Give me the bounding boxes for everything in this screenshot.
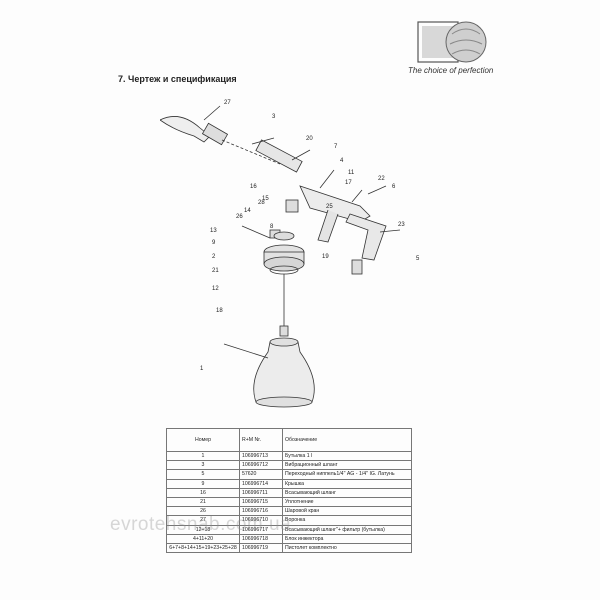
callout-label: 11 bbox=[348, 170, 355, 176]
callout-label: 28 bbox=[258, 200, 265, 206]
part-number: 6+7+8+14+15+19+23+25+28 bbox=[166, 542, 240, 554]
callout-label: 8 bbox=[270, 224, 274, 230]
site-watermark: evrotehsnab.com.ua bbox=[110, 514, 292, 535]
callout-label: 21 bbox=[212, 268, 219, 274]
rm-number: 106996715 bbox=[239, 496, 283, 508]
part-description: Воронка bbox=[282, 515, 412, 526]
column-header: R+M Nr. bbox=[239, 428, 283, 452]
table-row: 4+11+20 106996718 Блок инжектора bbox=[166, 533, 412, 544]
rm-number: 57620 bbox=[239, 469, 283, 480]
part-description: Крышка bbox=[282, 478, 412, 489]
callout-label: 12 bbox=[212, 286, 219, 292]
part-description: Блок инжектора bbox=[282, 533, 412, 544]
brand-tagline: The choice of perfection bbox=[408, 66, 494, 75]
brand-logo-icon bbox=[417, 21, 487, 63]
column-header: Обозначение bbox=[282, 428, 412, 452]
table-row: 27 106996710 Воронка bbox=[166, 515, 412, 526]
part-description: Уплотнение bbox=[282, 496, 412, 508]
part-number: 16 bbox=[166, 487, 240, 498]
callout-label: 5 bbox=[416, 256, 420, 262]
callout-label: 1 bbox=[200, 366, 204, 372]
callout-label: 22 bbox=[378, 176, 385, 182]
table-row: 9 106996714 Крышка bbox=[166, 478, 412, 489]
callout-label: 4 bbox=[340, 158, 344, 164]
callout-label: 16 bbox=[250, 184, 257, 190]
callout-label: 7 bbox=[334, 144, 338, 150]
part-number: 5 bbox=[166, 469, 240, 480]
rm-number: 106996713 bbox=[239, 450, 283, 462]
exploded-drawing bbox=[160, 105, 401, 408]
nozzle-part bbox=[160, 116, 211, 143]
table-row: 26 106996716 Шаровой кран bbox=[166, 506, 412, 517]
callout-label: 27 bbox=[224, 100, 231, 106]
part-description: Пистолет комплектно bbox=[282, 542, 412, 554]
rm-number: 106996714 bbox=[239, 478, 283, 489]
bottle-part bbox=[253, 341, 315, 403]
rm-number: 106996711 bbox=[239, 487, 283, 498]
callout-label: 6 bbox=[392, 184, 396, 190]
callout-label: 2 bbox=[212, 254, 216, 260]
gun-handle-part bbox=[345, 213, 387, 261]
callout-label: 17 bbox=[345, 180, 352, 186]
part-description: Шаровой кран bbox=[282, 506, 412, 517]
callout-label: 25 bbox=[326, 204, 333, 210]
callout-label: 23 bbox=[398, 222, 405, 228]
part-number: 1 bbox=[166, 450, 240, 462]
callout-label: 3 bbox=[272, 114, 276, 120]
callout-label: 18 bbox=[216, 308, 223, 314]
callout-label: 19 bbox=[322, 254, 329, 260]
section-title: 7. Чертеж и спецификация bbox=[118, 74, 237, 84]
callout-label: 9 bbox=[212, 240, 216, 246]
table-row: 21 106996715 Уплотнение bbox=[166, 496, 412, 508]
specification-table: Номер R+M Nr. Обозначение 1 106996713 Бу… bbox=[166, 428, 412, 554]
column-header: Номер bbox=[166, 428, 240, 452]
table-header-row: Номер R+M Nr. Обозначение bbox=[166, 428, 412, 452]
table-row: 1 106996713 Бутылка 1 l bbox=[166, 450, 412, 462]
part-description: Бутылка 1 l bbox=[282, 450, 412, 462]
callout-label: 26 bbox=[236, 214, 243, 220]
table-row: 6+7+8+14+15+19+23+25+28 106996719 Пистол… bbox=[166, 542, 412, 554]
part-number: 3 bbox=[166, 460, 240, 471]
table-row: 5 57620 Переходный ниппель1/4" AG - 1/4"… bbox=[166, 469, 412, 480]
rm-number: 106996719 bbox=[239, 542, 283, 554]
part-description: Переходный ниппель1/4" AG - 1/4" IG. Лат… bbox=[282, 469, 412, 480]
part-number: 21 bbox=[166, 496, 240, 508]
part-number: 9 bbox=[166, 478, 240, 489]
callout-label: 15 bbox=[262, 196, 269, 202]
part-description: Всасывающий шланг bbox=[282, 487, 412, 498]
part-description: Вибрационный шланг bbox=[282, 460, 412, 471]
callout-label: 13 bbox=[210, 228, 217, 234]
table-row: 12+18 106996717 Всасывающий шланг"+ филь… bbox=[166, 524, 412, 535]
callout-label: 20 bbox=[306, 136, 313, 142]
part-description: Всасывающий шланг"+ фильтр (бутылка) bbox=[282, 524, 412, 535]
table-row: 3 106996712 Вибрационный шланг bbox=[166, 460, 412, 471]
table-row: 16 106996711 Всасывающий шланг bbox=[166, 487, 412, 498]
callout-label: 14 bbox=[244, 208, 251, 214]
rm-number: 106996712 bbox=[239, 460, 283, 471]
